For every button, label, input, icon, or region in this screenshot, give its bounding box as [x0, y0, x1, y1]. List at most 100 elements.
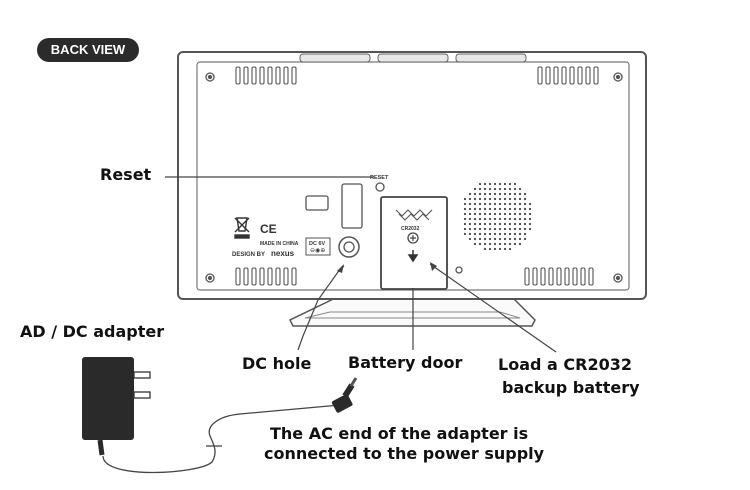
- vent-slot: [580, 267, 586, 286]
- speaker-hole: [493, 217, 497, 221]
- vent-slot: [243, 267, 249, 286]
- speaker-hole: [493, 192, 497, 196]
- speaker-hole: [478, 217, 482, 221]
- speaker-hole: [518, 187, 522, 191]
- speaker-hole: [483, 212, 487, 216]
- speaker-hole: [488, 192, 492, 196]
- speaker-hole: [508, 232, 512, 236]
- vent-slot: [577, 66, 583, 85]
- back-view-badge: BACK VIEW: [37, 38, 139, 62]
- speaker-hole: [468, 207, 472, 211]
- speaker-hole: [513, 212, 517, 216]
- vent-slot: [291, 66, 297, 85]
- speaker-hole: [473, 227, 477, 231]
- adapter-label: AD / DC adapter: [20, 322, 165, 341]
- speaker-hole: [463, 202, 467, 206]
- speaker-hole: [513, 197, 517, 201]
- speaker-hole: [493, 247, 497, 251]
- speaker-hole: [483, 207, 487, 211]
- speaker-hole: [503, 247, 507, 251]
- speaker-hole: [483, 192, 487, 196]
- vent-slot: [235, 267, 241, 286]
- speaker-hole: [468, 232, 472, 236]
- speaker-hole: [493, 187, 497, 191]
- speaker-hole: [488, 222, 492, 226]
- speaker-hole: [473, 197, 477, 201]
- speaker-hole: [498, 202, 502, 206]
- vent-slot: [251, 267, 257, 286]
- speaker-hole: [493, 197, 497, 201]
- speaker-hole: [513, 227, 517, 231]
- speaker-hole: [488, 227, 492, 231]
- dc-rating-box: [305, 237, 331, 256]
- speaker-hole: [473, 237, 477, 241]
- label-slot: [305, 195, 329, 211]
- speaker-hole: [513, 217, 517, 221]
- speaker-hole: [518, 212, 522, 216]
- speaker-hole: [483, 202, 487, 206]
- speaker-hole: [518, 202, 522, 206]
- vent-slot: [553, 66, 559, 85]
- speaker-hole: [488, 247, 492, 251]
- speaker-hole: [473, 212, 477, 216]
- speaker-hole: [493, 207, 497, 211]
- speaker-hole: [508, 242, 512, 246]
- speaker-hole: [483, 222, 487, 226]
- speaker-hole: [468, 192, 472, 196]
- speaker-hole: [478, 182, 482, 186]
- speaker-hole: [508, 237, 512, 241]
- speaker-hole: [503, 217, 507, 221]
- clock-case-outer: [177, 51, 647, 300]
- adapter-cable: [102, 404, 341, 474]
- speaker-hole: [508, 217, 512, 221]
- speaker-hole: [498, 237, 502, 241]
- vent-slot: [585, 66, 591, 85]
- speaker-hole: [468, 202, 472, 206]
- speaker-hole: [483, 242, 487, 246]
- speaker-hole: [478, 222, 482, 226]
- speaker-hole: [483, 237, 487, 241]
- speaker-hole: [468, 197, 472, 201]
- made-in-marking: MADE IN CHINA: [260, 241, 299, 247]
- corner-screws: [205, 72, 623, 283]
- speaker-hole: [503, 212, 507, 216]
- speaker-hole: [503, 222, 507, 226]
- vent-slot: [593, 66, 599, 85]
- speaker-hole: [518, 197, 522, 201]
- speaker-hole: [498, 232, 502, 236]
- speaker-hole: [488, 217, 492, 221]
- speaker-hole: [488, 212, 492, 216]
- speaker-hole: [503, 207, 507, 211]
- speaker-hole: [503, 182, 507, 186]
- vent-slot: [251, 66, 257, 85]
- vent-slots: [235, 66, 599, 286]
- brand-marking: nexus: [271, 249, 295, 258]
- speaker-hole: [473, 242, 477, 246]
- speaker-hole: [468, 237, 472, 241]
- speaker-hole: [498, 187, 502, 191]
- speaker-hole: [508, 207, 512, 211]
- vent-slot: [235, 66, 241, 85]
- dc-plug-icon: [331, 377, 358, 413]
- speaker-hole: [463, 222, 467, 226]
- speaker-hole: [513, 202, 517, 206]
- reset-marking: RESET: [370, 175, 389, 181]
- speaker-hole: [468, 227, 472, 231]
- vent-slot: [569, 66, 575, 85]
- speaker-hole: [478, 237, 482, 241]
- speaker-hole: [528, 222, 532, 226]
- speaker-hole: [503, 237, 507, 241]
- speaker-hole: [518, 217, 522, 221]
- vent-slot: [545, 66, 551, 85]
- speaker-hole: [523, 207, 527, 211]
- speaker-hole: [518, 192, 522, 196]
- speaker-hole: [468, 217, 472, 221]
- speaker-hole: [513, 192, 517, 196]
- vent-slot: [537, 66, 543, 85]
- speaker-hole: [478, 232, 482, 236]
- speaker-hole: [473, 207, 477, 211]
- speaker-hole: [523, 202, 527, 206]
- speaker-hole: [478, 192, 482, 196]
- ce-mark: CE: [260, 222, 277, 236]
